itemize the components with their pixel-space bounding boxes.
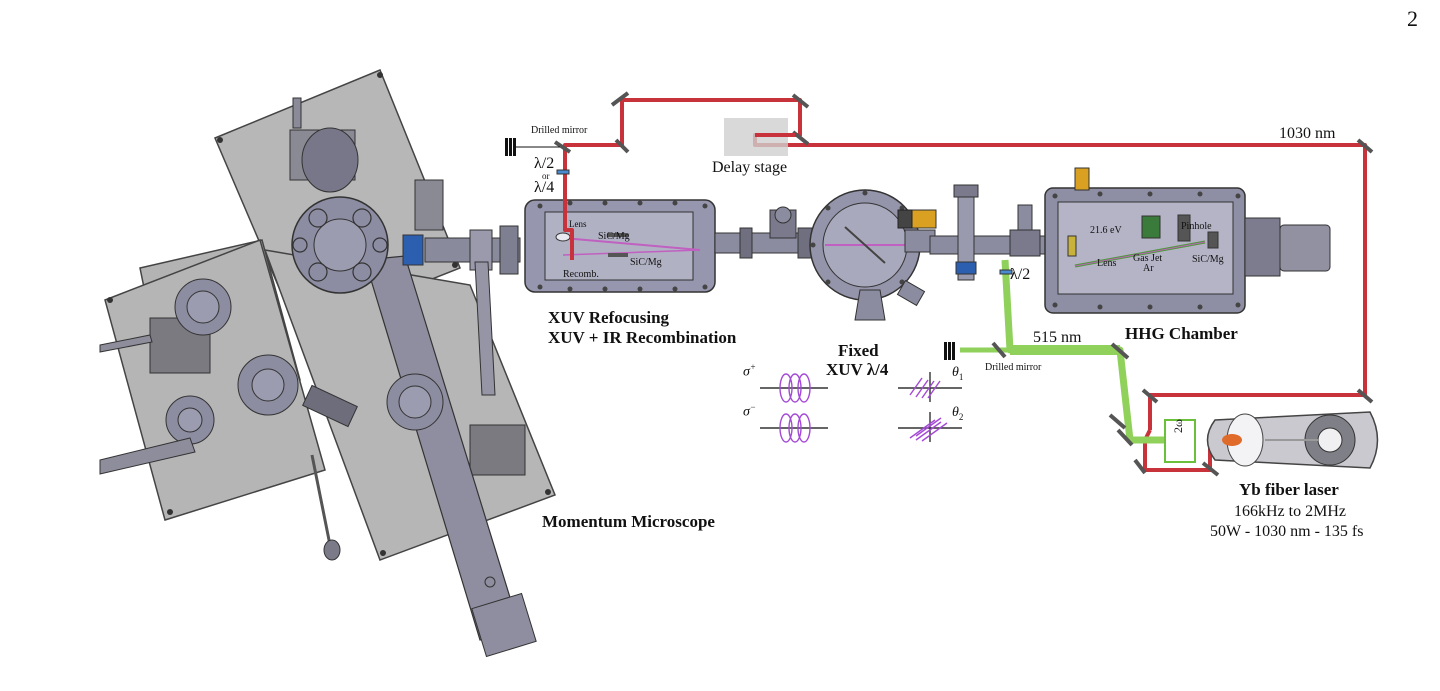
hhg-chamber-title: HHG Chamber	[1125, 324, 1238, 343]
gas-jet-label: Gas Jet	[1133, 253, 1163, 264]
hhg-chamber-body	[1044, 167, 1331, 314]
momentum-microscope-assembly	[99, 69, 556, 658]
yb-fiber-laser-body	[1206, 411, 1379, 469]
fixed-title: Fixed	[838, 341, 879, 360]
middle-beamline	[714, 206, 826, 259]
doubler-crystal-box	[1164, 419, 1196, 463]
waveplate-green	[999, 269, 1013, 275]
mirrors	[610, 91, 1374, 477]
sic-mg-hhg-label: SiC/Mg	[1192, 254, 1224, 265]
recomb-label: Recomb.	[563, 269, 599, 280]
yb-fiber-laser-title: Yb fiber laser	[1239, 480, 1339, 499]
xuv-refocusing-title: XUV Refocusing	[548, 308, 670, 327]
linear-polarization-sketch	[898, 372, 962, 442]
beam-dump-bottom	[944, 342, 955, 360]
wavelength-green-label: 515 nm	[1033, 329, 1082, 346]
xuv-quarter-wave-chamber	[809, 189, 937, 321]
xuv-refocusing-chamber	[524, 199, 716, 293]
theta1-label: θ1	[952, 365, 964, 382]
page-number: 2	[1407, 6, 1418, 31]
xuv-quarter-wave-title: XUV λ/4	[826, 360, 889, 379]
drilled-mirror-top-label: Drilled mirror	[531, 125, 588, 136]
sigma-plus-label: σ+	[743, 362, 756, 380]
half-wave-top-label: λ/2	[534, 155, 555, 172]
circular-polarization-sketch	[760, 373, 828, 443]
sic-mg-refocus-1-label: SiC/Mg	[598, 231, 630, 242]
waveplate-top	[556, 169, 570, 175]
lens-hhg-label: Lens	[1097, 258, 1117, 269]
drilled-mirror-bottom-label: Drilled mirror	[985, 362, 1042, 373]
energy-label: 21.6 eV	[1090, 225, 1122, 236]
pinhole-label: Pinhole	[1181, 221, 1212, 232]
wavelength-ir-label: 1030 nm	[1279, 125, 1336, 142]
theta2-label: θ2	[952, 405, 964, 422]
ir-beam-path	[563, 98, 1367, 430]
laser-specs-label: 50W - 1030 nm - 135 fs	[1210, 523, 1364, 540]
half-wave-green-label: λ/2	[1010, 266, 1031, 283]
sigma-minus-label: σ−	[743, 402, 756, 420]
xuv-ir-recombination-title: XUV + IR Recombination	[548, 328, 737, 347]
doubler-label: 2ω	[1171, 419, 1185, 433]
gas-species-label: Ar	[1143, 263, 1154, 274]
or-label: or	[542, 171, 550, 181]
momentum-microscope-title: Momentum Microscope	[542, 512, 715, 531]
sic-mg-refocus-2-label: SiC/Mg	[630, 257, 662, 268]
quarter-wave-label: λ/4	[534, 179, 555, 196]
lens-refocus-label: Lens	[569, 219, 587, 229]
rep-rate-label: 166kHz to 2MHz	[1234, 503, 1346, 520]
hhg-input-beamline	[929, 184, 1051, 281]
beam-dump-top	[505, 138, 516, 156]
delay-stage-label: Delay stage	[712, 159, 788, 176]
